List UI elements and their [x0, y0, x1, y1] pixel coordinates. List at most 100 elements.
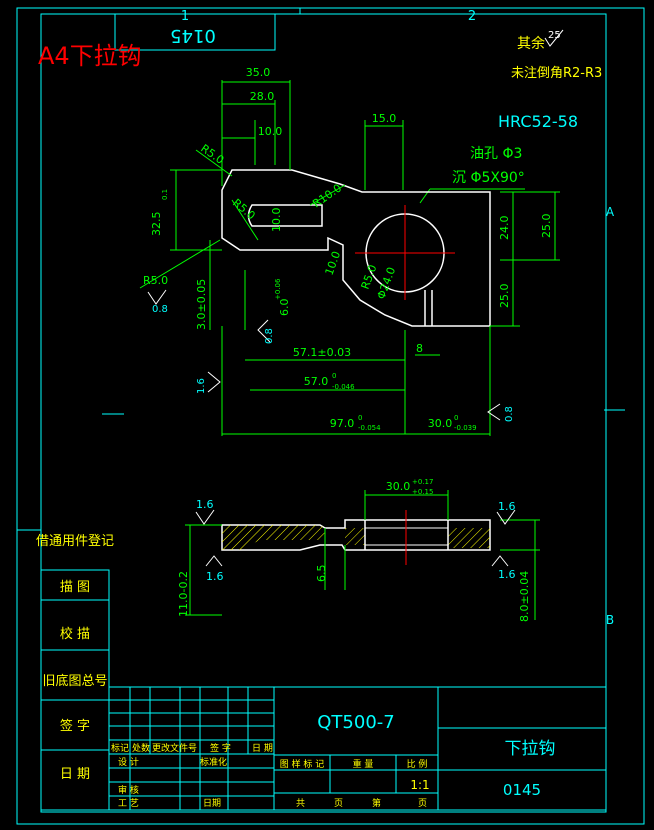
roughness-symbols-front [147, 289, 501, 421]
side-rough-tl: 1.6 [196, 498, 214, 511]
roughness-texts-front: 0.8 0.8 1.6 0.8 [152, 304, 515, 422]
dim-30-tol-up: 0 [454, 414, 458, 422]
zone-col-1: 1 [181, 9, 189, 24]
dim-30: 30.0 [428, 417, 453, 430]
front-dimension-lines [139, 80, 560, 436]
section-dimension-texts: 30.0 +0.17 +0.15 11.0-0.2 6.5 8.0±0.04 [177, 478, 531, 622]
rough-16-a: 1.6 [196, 378, 207, 394]
zone-row-a: A [606, 205, 615, 219]
tb-count: 处数 [132, 742, 150, 754]
tb-scale-label: 比 例 [407, 758, 428, 770]
dim-35: 35.0 [246, 66, 271, 79]
tb-stage-mark: 图 样 标 记 [280, 758, 325, 770]
dim-25-right: 25.0 [540, 214, 553, 239]
tb-review: 审 核 [118, 784, 139, 796]
rest-roughness: 25 [548, 30, 561, 41]
rough-08-b: 0.8 [264, 328, 275, 344]
dim-57-tol-up: 0 [332, 372, 336, 380]
section-hatch-left [222, 525, 325, 550]
tb-standardize: 标准化 [200, 756, 227, 768]
dim-57-1: 57.1±0.03 [293, 346, 351, 359]
tb-weight: 重 量 [353, 758, 374, 770]
tb-process: 工 艺 [118, 798, 139, 809]
dim-32-5: 32.5 [150, 212, 163, 237]
tb-scale-value: 1:1 [410, 778, 429, 792]
part-outline [221, 169, 491, 327]
dim-8: 8 [416, 342, 423, 355]
roughness-texts-side: 1.6 1.6 1.6 1.6 [196, 498, 516, 583]
dim-57: 57.0 [304, 375, 329, 388]
dim-28: 28.0 [250, 90, 275, 103]
side-old-base: 旧底图总号 [42, 673, 107, 689]
zone-col-2: 2 [468, 9, 476, 24]
dim-3: 3.0±0.05 [195, 279, 208, 330]
general-notes: 其余 25 未注倒角R2-R3 HRC52-58 油孔 Φ3 沉 Φ5X90° [419, 29, 602, 204]
dim-57-tol-low: -0.046 [332, 383, 355, 391]
tb-date2: 日期 [203, 798, 221, 809]
side-dim-30-low: +0.15 [412, 488, 433, 496]
mirrored-number-box: 0145 [114, 14, 276, 51]
rough-08-c: 0.8 [504, 406, 515, 422]
dim-32-5-tol: 0.1 [161, 189, 169, 200]
center-lines [355, 205, 455, 300]
side-dim-8: 8.0±0.04 [518, 571, 531, 622]
dim-10: 10.0 [258, 125, 283, 138]
dim-10-v2: 10.0 [323, 250, 344, 277]
dim-r10: R10.0 [310, 181, 344, 210]
title-block-texts: QT500-7 下拉钩 0145 标记 处数 更改文件号 签 字 日 期 设 计… [111, 712, 556, 809]
side-date: 日 期 [60, 767, 90, 782]
title-block [108, 686, 607, 811]
dim-r5-left: R5.0 [143, 274, 168, 287]
tb-total: 共 [296, 798, 305, 809]
dim-30-tol-low: -0.039 [454, 424, 477, 432]
countersink-note: 沉 Φ5X90° [452, 170, 525, 186]
section-dimension-lines [185, 490, 540, 620]
tb-mark: 标记 [111, 742, 129, 754]
rough-08-a: 0.8 [152, 304, 168, 315]
drawing-number: 0145 [503, 781, 541, 799]
zone-row-b: B [606, 613, 614, 627]
mirrored-drawing-number: 0145 [170, 25, 216, 46]
side-registration: 借通用件登记 [36, 534, 114, 549]
side-column-texts: 借通用件登记 描 图 校 描 旧底图总号 签 字 日 期 [36, 534, 114, 782]
roughness-symbols-side [195, 509, 516, 567]
side-dim-30: 30.0 [386, 480, 411, 493]
side-dim-11: 11.0-0.2 [177, 571, 190, 617]
oil-hole-note: 油孔 Φ3 [470, 146, 522, 162]
dim-97-tol-low: -0.054 [358, 424, 381, 432]
section-view [221, 510, 491, 565]
part-name: 下拉钩 [505, 739, 556, 759]
dim-6-tol: +0.06 [274, 278, 282, 300]
side-trace: 描 图 [60, 580, 90, 595]
dim-6: 6.0 [278, 299, 291, 317]
tb-date: 日 期 [252, 743, 273, 754]
inner-slot [247, 204, 323, 227]
side-sign: 签 字 [60, 718, 90, 734]
hardness-note: HRC52-58 [498, 112, 578, 131]
side-dim-30-up: +0.17 [412, 478, 433, 486]
dim-97-tol-up: 0 [358, 414, 362, 422]
dim-15: 15.0 [372, 112, 397, 125]
dim-24: 24.0 [498, 216, 511, 241]
tb-design: 设 计 [118, 756, 139, 768]
material: QT500-7 [317, 712, 394, 733]
dim-r5-circle: R5.0 [359, 263, 380, 291]
red-tag-label: A4下拉钩 [38, 42, 142, 70]
dim-97: 97.0 [330, 417, 355, 430]
tb-sheet-unit2: 页 [418, 798, 427, 809]
tb-sheet-no: 第 [372, 797, 381, 809]
tb-change-doc: 更改文件号 [152, 742, 197, 754]
section-hatch-right [448, 528, 490, 548]
side-check: 校 描 [60, 626, 90, 642]
tb-sheet-unit: 页 [334, 798, 343, 809]
side-rough-tr: 1.6 [498, 500, 516, 513]
dim-10-v1: 10.0 [270, 208, 283, 233]
side-rough-bl: 1.6 [206, 570, 224, 583]
dim-25-lower: 25.0 [498, 284, 511, 309]
side-rough-br: 1.6 [498, 568, 516, 581]
side-dim-6-5: 6.5 [315, 565, 328, 583]
drawing-frame [16, 7, 645, 825]
rest-label: 其余 [517, 35, 545, 52]
tb-sign: 签 字 [210, 742, 231, 754]
front-view [221, 169, 491, 327]
